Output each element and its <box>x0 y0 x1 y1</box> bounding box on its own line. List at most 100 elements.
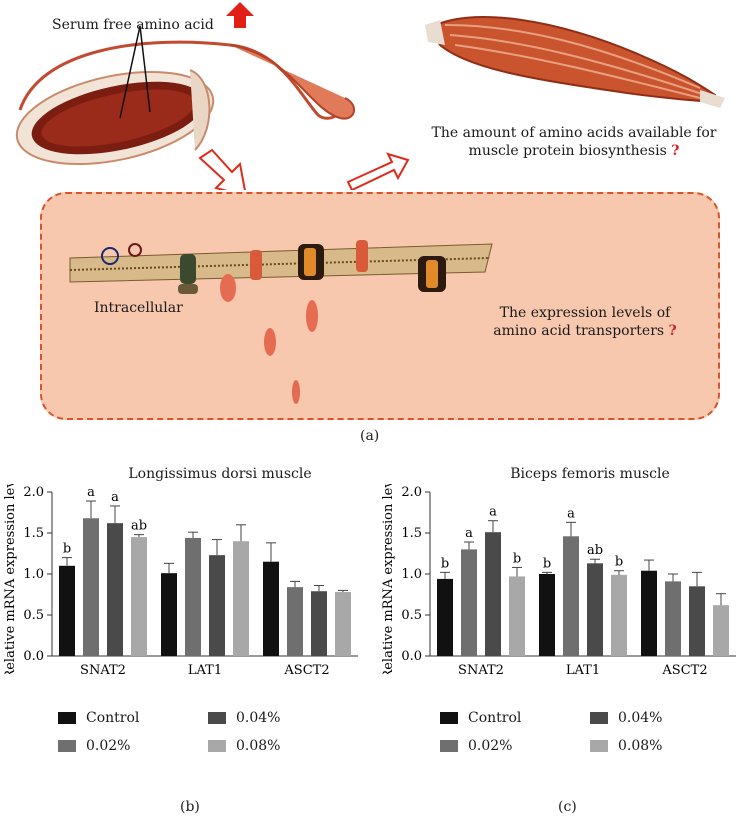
transporter-icons <box>101 240 446 294</box>
y-tick-label: 1.0 <box>23 567 44 582</box>
blood-vessel-illustration <box>15 25 355 166</box>
bar <box>83 518 99 656</box>
bar <box>689 586 705 656</box>
legend-swatch <box>208 740 226 752</box>
y-tick-label: 0.0 <box>401 649 422 664</box>
muscle-text-line2: muscle protein biosynthesis <box>468 143 667 159</box>
bar <box>641 570 657 656</box>
intracellular-label: Intracellular <box>94 300 183 316</box>
bar <box>509 576 525 656</box>
x-tick-label: LAT1 <box>188 663 222 674</box>
vessel-label: Serum free amino acid <box>52 17 214 33</box>
bar <box>485 532 501 656</box>
bar <box>263 561 279 656</box>
legend-label: 0.08% <box>236 738 281 754</box>
bar <box>611 574 627 656</box>
chart-title-b: Longissimus dorsi muscle <box>128 466 312 482</box>
vessel-muscle-illustration <box>15 2 725 190</box>
legend-label: Control <box>86 710 140 726</box>
legend-swatch <box>440 740 458 752</box>
y-tick-label: 1.5 <box>401 526 422 541</box>
significance-letter: b <box>513 551 521 566</box>
bar <box>437 578 453 656</box>
up-arrow-icon <box>226 2 254 28</box>
bar <box>131 537 147 656</box>
bar <box>233 541 249 656</box>
question-mark: ? <box>671 143 680 159</box>
y-tick-label: 1.5 <box>23 526 44 541</box>
significance-letter: ab <box>587 543 603 558</box>
y-tick-label: 1.0 <box>401 567 422 582</box>
y-tick-label: 0.0 <box>23 649 44 664</box>
legend-item: Control <box>58 710 139 726</box>
bar <box>161 573 177 656</box>
legend-label: 0.08% <box>618 738 663 754</box>
y-tick-label: 0.5 <box>401 608 422 623</box>
bar <box>713 605 729 656</box>
bar <box>311 591 327 656</box>
legend-label: 0.02% <box>86 738 131 754</box>
legend-item: 0.08% <box>590 738 662 754</box>
x-tick-label: LAT1 <box>566 663 600 674</box>
significance-letter: b <box>441 556 449 571</box>
panel-caption-a: (a) <box>360 428 380 444</box>
bar-chart-longissimus: Relative mRNA expression level 0.0 0.5 1.0 1… <box>3 484 358 674</box>
bar <box>587 563 603 656</box>
x-tick-label: ASCT2 <box>661 663 707 674</box>
down-right-arrow-icon <box>198 148 246 190</box>
y-tick-label: 2.0 <box>401 485 422 500</box>
bar <box>563 536 579 656</box>
legend-swatch <box>590 740 608 752</box>
y-tick-label: 2.0 <box>23 485 44 500</box>
bar <box>209 555 225 656</box>
legend-label: 0.04% <box>618 710 663 726</box>
bar <box>335 592 351 656</box>
significance-letter: b <box>543 556 551 571</box>
muscle-illustration <box>425 16 725 108</box>
legend-label: Control <box>468 710 522 726</box>
legend-label: 0.04% <box>236 710 281 726</box>
bar <box>461 549 477 656</box>
significance-letter: a <box>465 526 473 541</box>
panel-caption-b: (b) <box>180 799 200 815</box>
transporter-text-line1: The expression levels of <box>499 305 671 321</box>
bar <box>287 587 303 656</box>
legend-item: 0.02% <box>440 738 512 754</box>
amino-acid-icons <box>220 274 318 404</box>
chart-title-c: Biceps femoris muscle <box>510 466 670 482</box>
muscle-text-line1: The amount of amino acids available for <box>431 125 717 141</box>
legend-swatch <box>208 712 226 724</box>
bar <box>665 581 681 656</box>
x-tick-label: SNAT2 <box>458 663 504 674</box>
panel-caption-c: (c) <box>558 799 577 815</box>
y-tick-label: 0.5 <box>23 608 44 623</box>
legend-item: 0.04% <box>208 710 280 726</box>
significance-letter: ab <box>131 519 147 534</box>
x-tick-label: SNAT2 <box>80 663 126 674</box>
bar <box>107 523 123 656</box>
transporter-text-line2: amino acid transporters <box>493 323 665 339</box>
up-right-arrow-icon <box>346 152 410 190</box>
cell-membrane-panel <box>40 192 720 420</box>
y-axis-label: Relative mRNA expression level <box>381 484 396 674</box>
significance-letter: a <box>567 506 575 521</box>
legend-label: 0.02% <box>468 738 513 754</box>
y-axis-label: Relative mRNA expression level <box>3 484 18 674</box>
x-tick-label: ASCT2 <box>283 663 329 674</box>
significance-letter: b <box>63 542 71 557</box>
bar <box>539 574 555 656</box>
legend-item: 0.08% <box>208 738 280 754</box>
bar <box>185 537 201 656</box>
legend-swatch <box>440 712 458 724</box>
significance-letter: a <box>111 490 119 505</box>
significance-letter: a <box>87 485 95 500</box>
legend-item: Control <box>440 710 521 726</box>
muscle-text: The amount of amino acids available for … <box>424 124 724 160</box>
transporter-text: The expression levels of amino acid tran… <box>480 304 690 340</box>
legend-item: 0.04% <box>590 710 662 726</box>
significance-letter: b <box>615 555 623 570</box>
significance-letter: a <box>489 505 497 520</box>
legend-item: 0.02% <box>58 738 130 754</box>
bar <box>59 565 75 656</box>
legend-swatch <box>58 740 76 752</box>
